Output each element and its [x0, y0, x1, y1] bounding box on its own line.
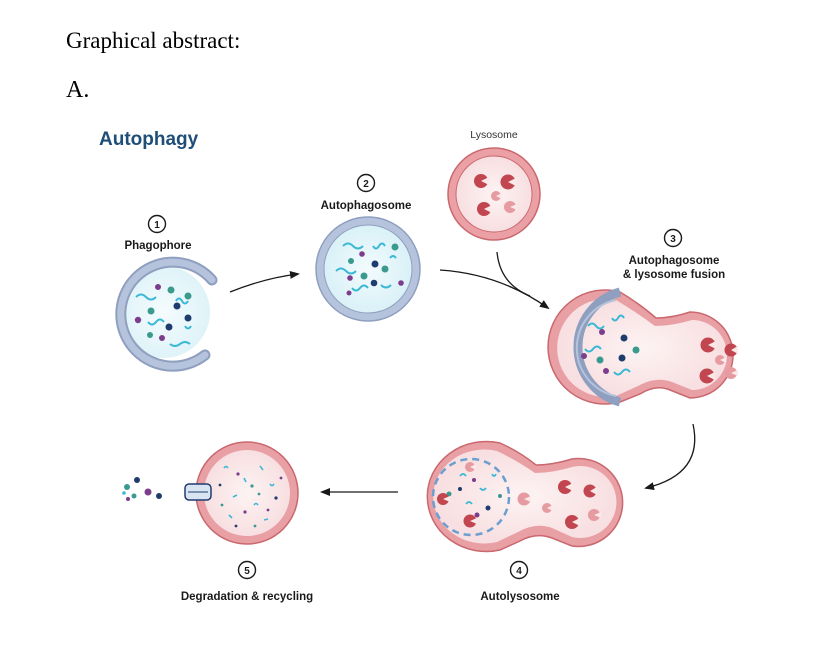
degradation-lysosome: [184, 441, 299, 545]
lysosome-label: Lysosome: [470, 129, 518, 141]
lysosome-enzymes: [474, 174, 517, 216]
phagophore: [115, 256, 218, 372]
step-5-number: 5: [244, 566, 250, 577]
step-4-badge: 4: [509, 560, 529, 580]
fusion-vesicle: [547, 287, 738, 407]
page-heading: Graphical abstract:: [66, 28, 241, 53]
autophagosome: [315, 216, 421, 322]
autolysosome: [426, 440, 624, 553]
step-2-number: 2: [363, 179, 369, 190]
step-3-number: 3: [670, 234, 676, 245]
step-5-badge: 5: [237, 560, 257, 580]
panel-label: A.: [66, 77, 90, 103]
step-5-label: Degradation & recycling: [181, 591, 313, 603]
diagram-title: Autophagy: [99, 129, 199, 150]
phagophore-cargo: [134, 284, 192, 347]
step-3-badge: 3: [663, 228, 683, 248]
lysosome: [447, 147, 541, 241]
fusion-cargo: [581, 314, 640, 376]
autolysosome-enzymes: [437, 462, 601, 529]
autophagosome-cargo: [335, 242, 404, 296]
transporter-channel: [184, 483, 212, 501]
degraded-fragments: [218, 465, 283, 528]
step-2-label: Autophagosome: [321, 200, 412, 212]
arrow-autophagosome-to-fusion: [439, 269, 550, 310]
autolysosome-cargo: [446, 473, 502, 518]
fusion-enzymes: [699, 337, 738, 384]
step-1-label: Phagophore: [124, 240, 191, 252]
arrow-fusion-to-autolysosome: [644, 423, 696, 491]
recycled-molecules: [122, 477, 162, 501]
step-3-label-line2: & lysosome fusion: [623, 269, 725, 281]
step-3-label-line1: Autophagosome: [629, 255, 720, 267]
step-1-badge: 1: [147, 214, 167, 234]
arrow-lysosome-to-fusion: [496, 251, 531, 297]
step-1-number: 1: [154, 220, 160, 231]
arrow-phagophore-to-autophagosome: [229, 270, 300, 293]
step-4-number: 4: [516, 566, 522, 577]
step-2-badge: 2: [356, 173, 376, 193]
step-4-label: Autolysosome: [480, 591, 559, 603]
